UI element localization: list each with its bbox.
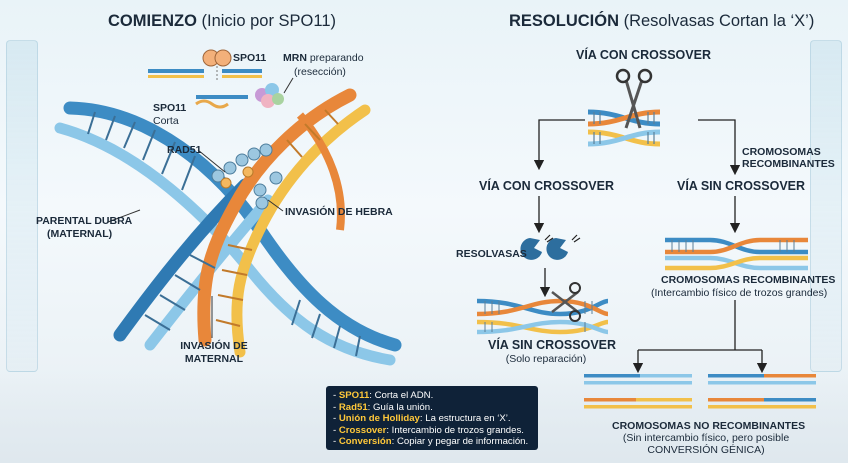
scissors-icon-bottom (551, 282, 581, 322)
label-mrn: MRN preparando (283, 52, 364, 64)
label-crom-recomb-sub: (Intercambio físico de trozos grandes) (651, 287, 828, 299)
recombinant-chromosomes-pair (665, 237, 808, 271)
label-inv-maternal-2: MATERNAL (184, 353, 244, 365)
scissors-icon-top (615, 68, 653, 129)
label-resolvasas: RESOLVASAS (456, 248, 527, 260)
mrn-complex-icon (255, 77, 294, 108)
section-title-resolucion: RESOLUCIÓN (Resolvasas Cortan la ‘X’) (509, 12, 815, 30)
label-via-sin-right: VÍA SIN CROSSOVER (677, 179, 806, 193)
legend-row: - Rad51: Guía la unión. (333, 401, 433, 413)
label-crom-recomb: CROMOSOMAS RECOMBINANTES (661, 274, 836, 286)
legend-box: - SPO11: Corta el ADN. - Rad51: Guía la … (326, 386, 538, 450)
flow-arrows (533, 119, 768, 374)
non-recombinant-chromosomes (584, 374, 816, 409)
label-crom-recomb-side-1: CROMOSOMAS (742, 146, 821, 158)
label-parental-1: PARENTAL DUBRA (36, 215, 133, 227)
label-solo-reparacion: (Solo reparación) (505, 353, 587, 365)
left-wall-panel (6, 40, 38, 372)
right-wall-panel (810, 40, 842, 372)
legend-row: - Unión de Holliday: La estructura en ‘X… (333, 413, 511, 425)
legend-row: - Crossover: Intercambio de trozos grand… (333, 424, 524, 436)
crossing-dna-helix (54, 88, 402, 366)
resolvase-enzyme-icons (520, 234, 581, 260)
label-crom-no-recomb-sub2: CONVERSIÓN GÉNICA) (647, 444, 765, 456)
holliday-junction-top (587, 109, 661, 147)
label-spo11: SPO11 (233, 52, 267, 64)
label-crom-no-recomb: CROMOSOMAS NO RECOMBINANTES (612, 420, 806, 432)
label-via-con-left: VÍA CON CROSSOVER (479, 179, 614, 193)
label-via-sin-bottom: VÍA SIN CROSSOVER (488, 338, 617, 352)
label-rad51: RAD51 (167, 144, 202, 156)
label-mrn-sub: (resección) (294, 66, 346, 78)
label-via-con-top: VÍA CON CROSSOVER (576, 48, 711, 62)
label-crom-recomb-side-2: RECOMBINANTES (742, 158, 835, 170)
label-crom-no-recomb-sub1: (Sin intercambio físico, pero posible (622, 432, 790, 444)
legend-row: - SPO11: Corta el ADN. (333, 390, 434, 401)
label-spo11-corta-2: Corta (153, 115, 179, 127)
holliday-junction-bottom (476, 298, 609, 335)
spo11-enzyme-icon (202, 49, 232, 82)
rad51-leader (197, 149, 226, 173)
label-parental-2: (MATERNAL) (47, 228, 113, 240)
label-spo11-corta-1: SPO11 (153, 102, 187, 114)
legend-row: - Conversión: Copiar y pegar de informac… (333, 436, 529, 448)
section-title-comienzo: COMIENZO (Inicio por SPO11) (108, 12, 337, 30)
spo11-cut-strands (148, 69, 262, 109)
label-invasion-hebra: INVASIÓN DE HEBRA (285, 206, 393, 218)
label-inv-maternal-1: INVASIÓN DE (180, 340, 248, 352)
